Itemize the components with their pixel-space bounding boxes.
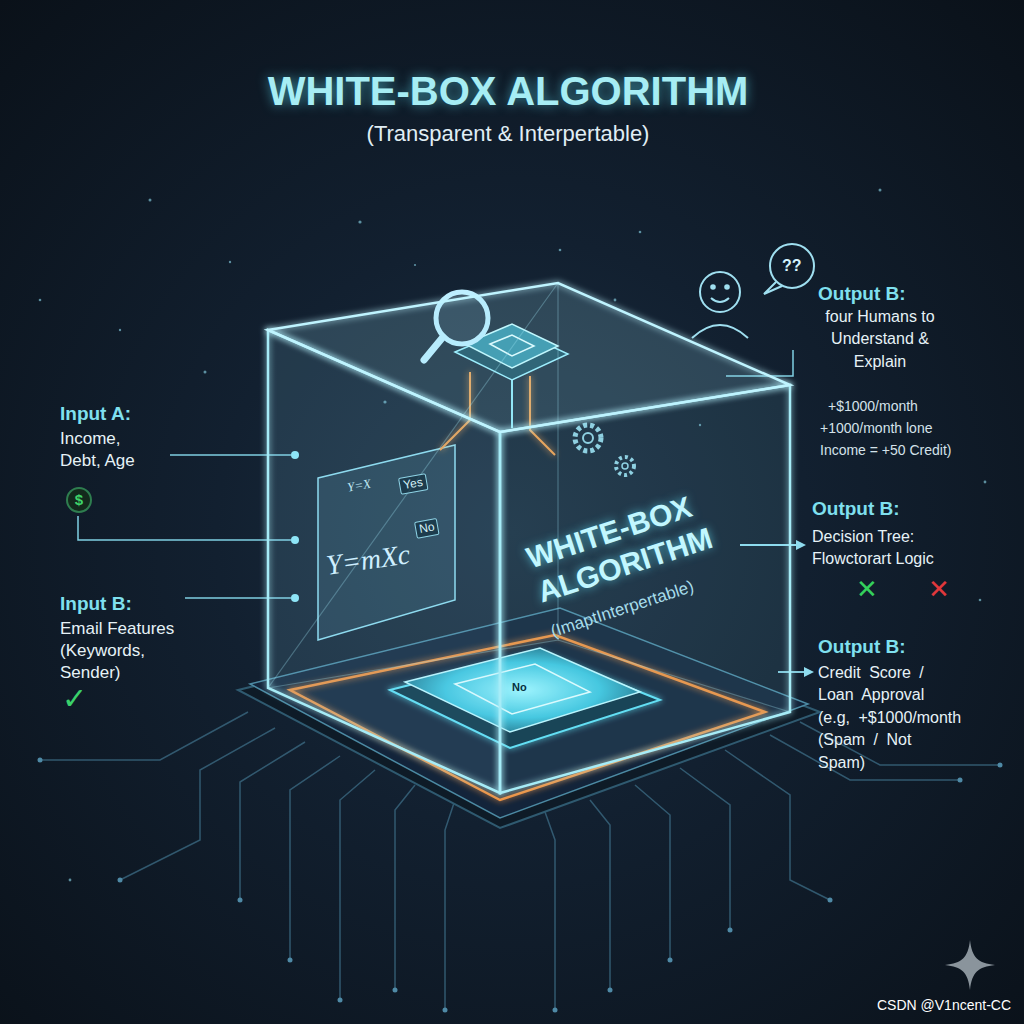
- circuit-traces-part: [635, 785, 670, 960]
- sparkle-mark-part: [945, 940, 995, 990]
- output-text: Decision Tree: Flowctorart Logic: [812, 526, 987, 571]
- particles-part: [69, 879, 72, 882]
- circuit-pads-part: [118, 878, 123, 883]
- input-text: Income, Debt, Age: [60, 428, 160, 472]
- circuit-pads-part: [608, 988, 613, 993]
- cross-mark: ✕: [856, 576, 878, 602]
- circuit-traces-part: [445, 800, 455, 1010]
- particles-part: [204, 371, 207, 374]
- chip-tag: No: [512, 681, 527, 695]
- human-icon-part: [711, 298, 729, 302]
- circuit-pads-part: [38, 758, 43, 763]
- example-note: +$1000/month: [828, 398, 918, 416]
- output-arrows-part: [804, 667, 814, 677]
- cross-mark: ✕: [928, 576, 950, 602]
- cube-right-face: [500, 385, 790, 793]
- particles-part: [149, 199, 152, 202]
- particles-part: [979, 599, 982, 602]
- speech-bubble-part: [770, 244, 814, 288]
- circuit-traces-part: [680, 768, 730, 930]
- circuit-pads-part: [958, 778, 963, 783]
- cube-top-face: [268, 283, 790, 432]
- circuit-pads-part: [443, 1008, 448, 1013]
- particles-part: [984, 481, 987, 484]
- human-icon-part: [692, 325, 748, 338]
- circuit-traces-part: [725, 750, 830, 900]
- input-heading: Input A:: [60, 402, 131, 426]
- circuit-traces-part: [340, 770, 375, 1000]
- particles-part: [229, 261, 231, 263]
- circuit-pads-part: [728, 928, 733, 933]
- particles-part: [119, 329, 121, 331]
- example-note: +1000/month lone: [820, 420, 932, 438]
- circuit-pads-part: [998, 763, 1003, 768]
- human-icon: [692, 272, 748, 338]
- circuit-traces-part: [120, 728, 275, 880]
- circuit-pads-part: [238, 898, 243, 903]
- circuit-pads-part: [393, 988, 398, 993]
- circuit-traces-part: [395, 785, 415, 990]
- output-arrows-part: [796, 540, 806, 550]
- particles-part: [559, 249, 562, 252]
- subtitle: (Transparent & Interpertable): [0, 120, 1020, 148]
- particles-part: [358, 220, 361, 223]
- main-title: WHITE-BOX ALGORITHM: [0, 66, 1020, 116]
- particles-part: [614, 299, 617, 302]
- watermark: CSDN @V1ncent-CC: [877, 997, 1011, 1015]
- question-marks: ??: [782, 256, 802, 276]
- input-text: Email Features (Keywords, Sender): [60, 618, 185, 684]
- input-heading: Input B:: [60, 592, 132, 616]
- output-text: four Humans to Understand & Explain: [805, 306, 955, 373]
- circuit-traces-part: [590, 800, 610, 990]
- particles-part: [879, 189, 882, 192]
- output-heading: Output B:: [818, 635, 906, 659]
- circuit-pads-part: [553, 1008, 558, 1013]
- circuit-pads-part: [288, 958, 293, 963]
- output-heading: Output B:: [818, 282, 906, 306]
- dollar-icon: $: [66, 487, 92, 513]
- circuit-traces-part: [290, 756, 340, 960]
- human-icon-part: [700, 272, 740, 312]
- sparkle-mark: [945, 940, 995, 990]
- human-icon-part: [725, 285, 729, 289]
- circuit-pads-part: [668, 958, 673, 963]
- particles-part: [639, 231, 642, 234]
- particles-part: [39, 299, 42, 302]
- leader-lines-part: [78, 516, 291, 540]
- circuit-pads-part: [338, 998, 343, 1003]
- particles: [39, 189, 987, 882]
- circuit-traces-part: [545, 812, 555, 1010]
- human-icon-part: [711, 285, 715, 289]
- circuit-traces-part: [40, 712, 248, 760]
- circuit-traces-part: [240, 742, 305, 900]
- particles-part: [414, 264, 416, 266]
- speech-bubble: [764, 244, 814, 294]
- algorithm-cube: WHITE-BOX ALGORITHM(ImaptInterpertable): [268, 280, 793, 800]
- output-heading: Output B:: [812, 497, 900, 521]
- example-note: Income = +50 Credit): [820, 442, 952, 460]
- output-text: Credit Score / Loan Approval (e.g, +$100…: [818, 662, 963, 774]
- speech-bubble-part: [764, 282, 782, 294]
- circuit-pads-part: [828, 898, 833, 903]
- check-mark: ✓: [62, 684, 87, 714]
